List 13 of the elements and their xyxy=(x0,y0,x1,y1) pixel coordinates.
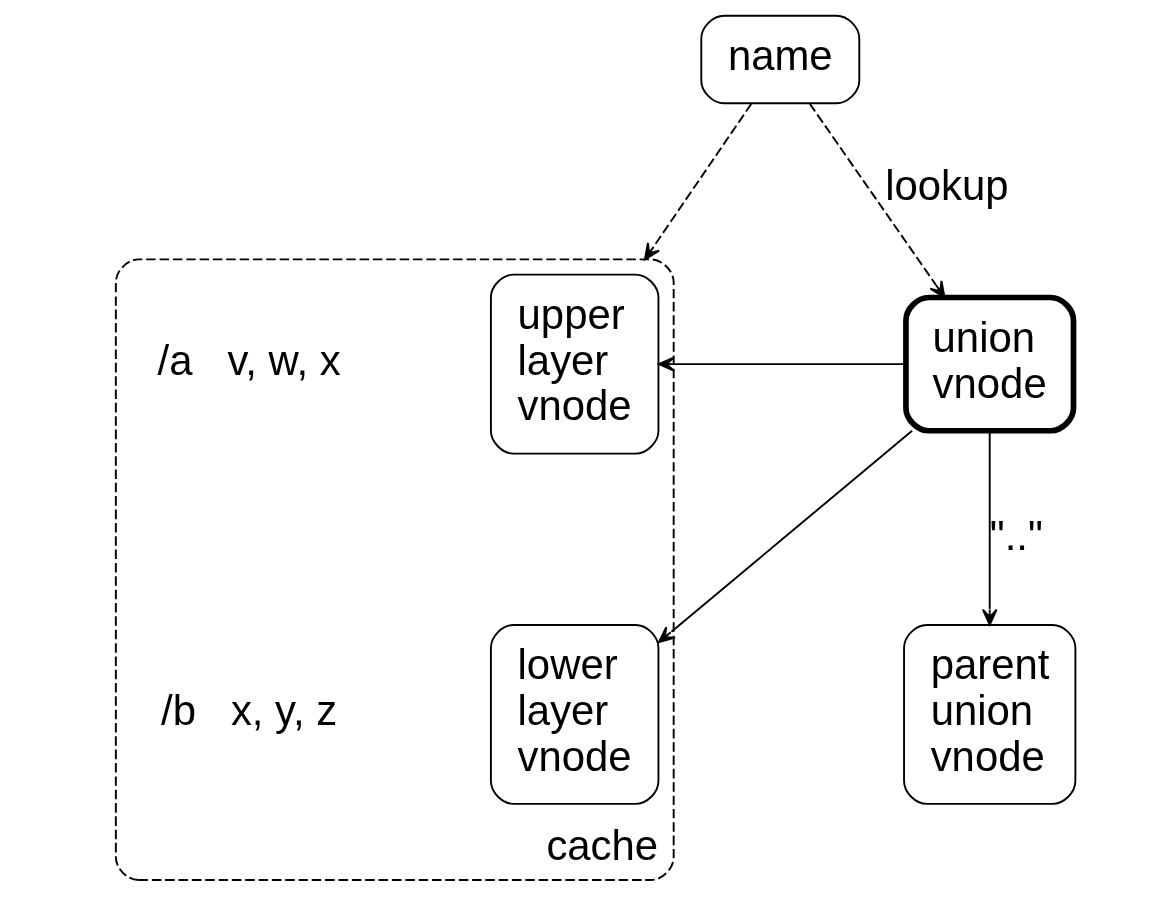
arrow xyxy=(657,356,907,372)
edge-label: ".." xyxy=(989,511,1043,559)
label: /b x, y, z xyxy=(160,687,337,735)
edge-label: lookup xyxy=(884,161,1009,209)
node-box: upper layer vnode xyxy=(489,273,659,455)
node-box: lower layer vnode xyxy=(489,624,659,805)
arrow xyxy=(981,430,998,626)
node-box: parent union vnode xyxy=(902,624,1076,805)
node-box: name xyxy=(699,14,860,105)
arrow xyxy=(657,429,913,644)
arrow xyxy=(643,102,752,261)
label: /a v, w, x xyxy=(157,336,341,384)
node-box: union vnode xyxy=(902,294,1076,434)
